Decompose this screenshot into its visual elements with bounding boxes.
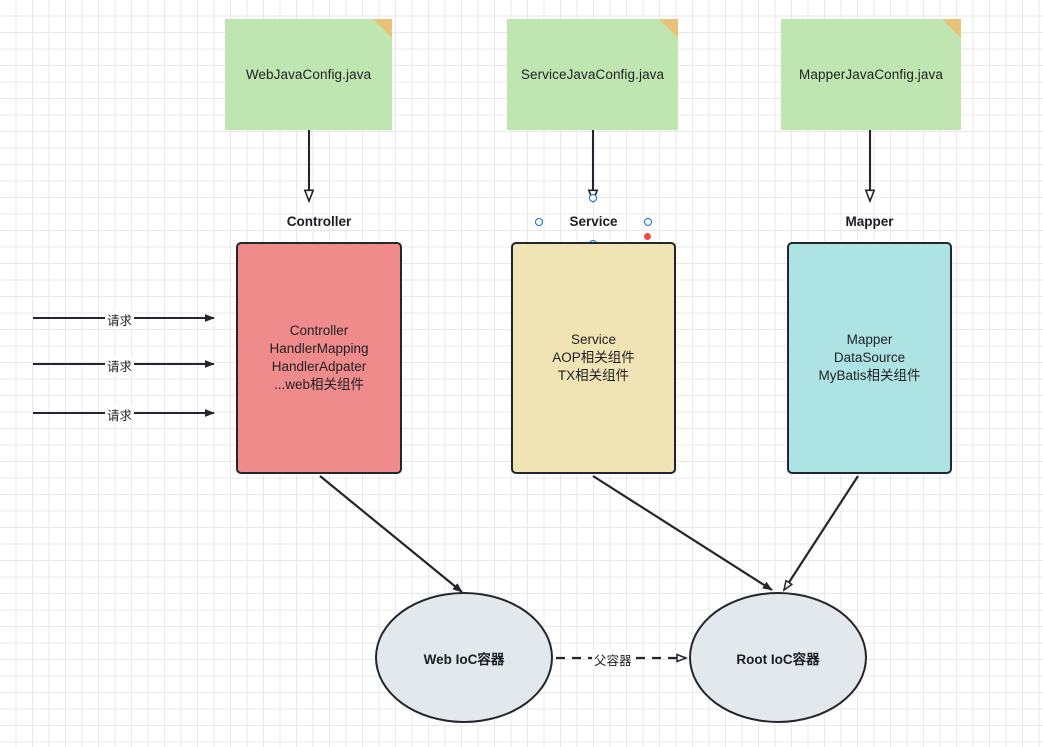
note-label: ServiceJavaConfig.java <box>520 67 665 82</box>
parent-container-label: 父容器 <box>592 650 634 669</box>
layer-box-line: MyBatis相关组件 <box>818 367 921 383</box>
note-web-java-config[interactable]: WebJavaConfig.java <box>225 19 392 130</box>
layer-box-text: Mapper DataSource MyBatis相关组件 <box>818 331 920 385</box>
layer-box-line: ...web相关组件 <box>273 376 365 392</box>
container-root-ioc[interactable]: Root IoC容器 <box>689 592 867 723</box>
layer-box-line: Service <box>570 332 616 348</box>
note-mapper-java-config[interactable]: MapperJavaConfig.java <box>781 19 961 130</box>
container-web-ioc[interactable]: Web IoC容器 <box>375 592 553 723</box>
note-fold-icon <box>942 19 961 38</box>
container-label: Web IoC容器 <box>423 651 505 667</box>
layer-box-mapper[interactable]: Mapper DataSource MyBatis相关组件 <box>787 242 952 474</box>
note-fold-icon <box>373 19 392 38</box>
layer-to-container-connectors <box>319 475 859 593</box>
group-label-controller[interactable]: Controller <box>286 214 352 229</box>
group-label-service[interactable]: Service <box>569 214 618 229</box>
container-label: Root IoC容器 <box>736 651 820 667</box>
layer-box-line: AOP相关组件 <box>552 350 635 366</box>
note-fold-icon <box>659 19 678 38</box>
note-label: WebJavaConfig.java <box>245 67 372 82</box>
rotate-handle[interactable] <box>644 233 651 240</box>
layer-box-line: Mapper <box>846 332 893 348</box>
layer-box-text: Service AOP相关组件 TX相关组件 <box>552 331 635 385</box>
note-service-java-config[interactable]: ServiceJavaConfig.java <box>507 19 678 130</box>
layer-box-service[interactable]: Service AOP相关组件 TX相关组件 <box>511 242 676 474</box>
layer-box-text: Controller HandlerMapping HandlerAdpater… <box>269 322 368 394</box>
request-label-3: 请求 <box>105 405 135 424</box>
layer-box-line: DataSource <box>833 350 906 366</box>
note-to-layer-connectors <box>309 130 870 201</box>
layer-box-line: Controller <box>289 323 349 339</box>
selection-handle-left[interactable] <box>535 218 543 226</box>
note-label: MapperJavaConfig.java <box>799 67 943 82</box>
selection-handle-top[interactable] <box>589 194 597 202</box>
selection-handle-right[interactable] <box>644 218 652 226</box>
request-label-2: 请求 <box>105 356 135 375</box>
request-label-1: 请求 <box>105 310 135 329</box>
layer-box-controller[interactable]: Controller HandlerMapping HandlerAdpater… <box>236 242 402 474</box>
layer-box-line: HandlerMapping <box>269 341 369 357</box>
group-label-mapper[interactable]: Mapper <box>845 214 894 229</box>
layer-box-line: TX相关组件 <box>557 367 630 383</box>
layer-box-line: HandlerAdpater <box>271 359 367 374</box>
